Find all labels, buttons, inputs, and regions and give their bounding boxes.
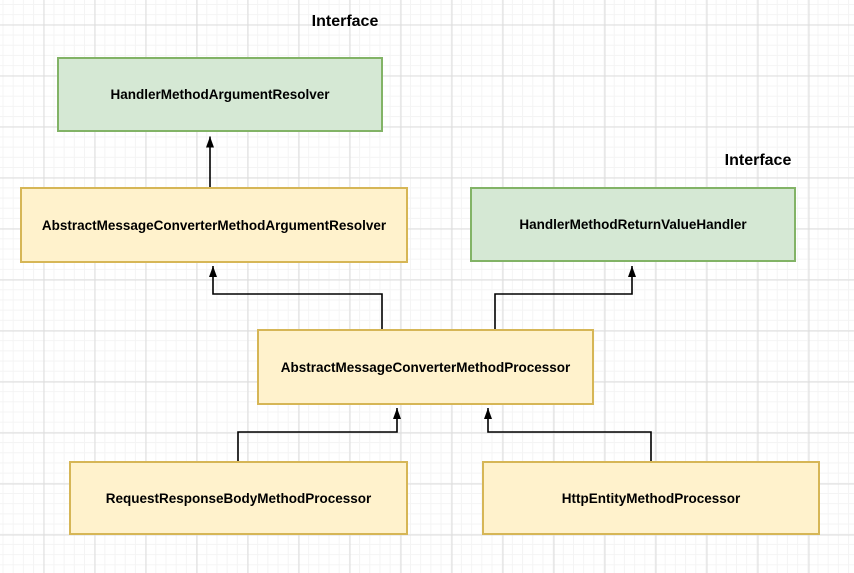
- node-label: HandlerMethodArgumentResolver: [110, 87, 330, 102]
- node-label: HandlerMethodReturnValueHandler: [519, 217, 747, 232]
- node-handler-method-return-value-handler[interactable]: HandlerMethodReturnValueHandler: [470, 187, 796, 262]
- node-request-response-body-method-processor[interactable]: RequestResponseBodyMethodProcessor: [69, 461, 408, 535]
- node-abstract-message-converter-method-processor[interactable]: AbstractMessageConverterMethodProcessor: [257, 329, 594, 405]
- node-label: AbstractMessageConverterMethodArgumentRe…: [41, 217, 387, 233]
- edge-http-entity-to-processor[interactable]: [484, 408, 652, 461]
- node-handler-method-argument-resolver[interactable]: HandlerMethodArgumentResolver: [57, 57, 383, 132]
- interface-label-top: Interface: [311, 13, 379, 30]
- edge-processor-to-return-value-handler[interactable]: [494, 266, 636, 329]
- node-abstract-message-converter-method-argument-resolver[interactable]: AbstractMessageConverterMethodArgumentRe…: [20, 187, 408, 263]
- interface-label-right: Interface: [724, 152, 792, 169]
- node-http-entity-method-processor[interactable]: HttpEntityMethodProcessor: [482, 461, 820, 535]
- edge-request-response-to-processor[interactable]: [237, 408, 401, 461]
- edge-processor-to-abstract-resolver[interactable]: [209, 266, 383, 329]
- node-label: AbstractMessageConverterMethodProcessor: [280, 359, 571, 375]
- node-label: RequestResponseBodyMethodProcessor: [105, 490, 372, 506]
- node-label: HttpEntityMethodProcessor: [561, 490, 741, 506]
